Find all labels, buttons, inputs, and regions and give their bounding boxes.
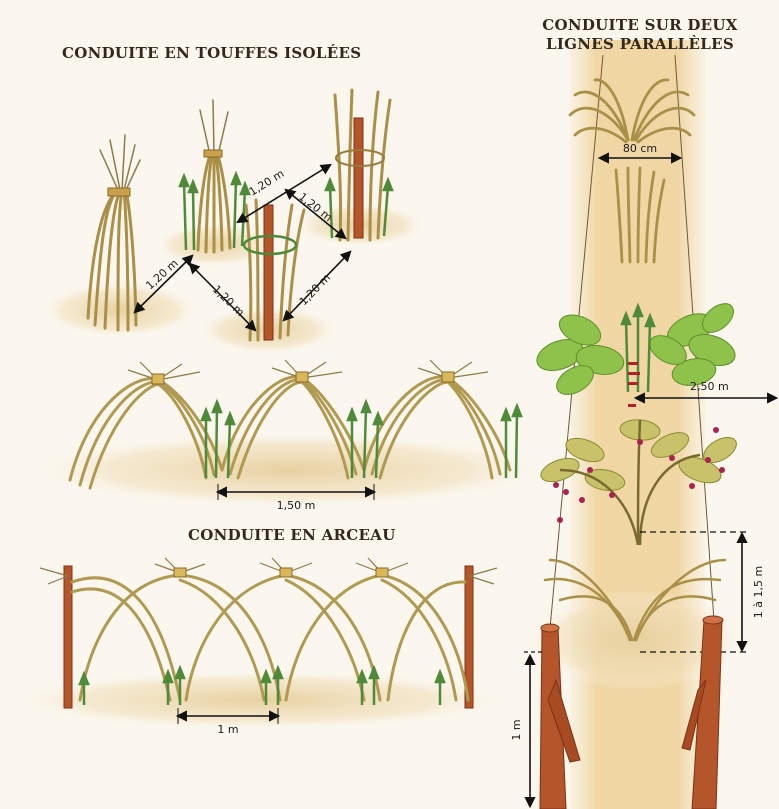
dim-rows-width: 80 cm [623,142,657,155]
stake-icon [354,118,363,238]
dim-post-height: 1 m [510,719,523,740]
dim-wire-height: 1 à 1,5 m [752,566,765,618]
title-lignes-line2: LIGNES PARALLÈLES [546,35,734,53]
dim-rows-spacing: 2,50 m [690,380,729,393]
title-touffes-isolees: CONDUITE EN TOUFFES ISOLÉES [62,44,361,62]
title-arceau: CONDUITE EN ARCEAU [188,526,396,544]
dim-arches-span: 1,50 m [277,499,316,512]
dim-arceau-span: 1 m [217,723,238,736]
dim-touffes-b: 1,20 m [247,167,287,199]
dim-touffes-e: 1,20 m [297,271,333,308]
title-lignes-line1: CONDUITE SUR DEUX [542,16,738,34]
wooden-post-icon [64,566,72,708]
berry-cluster-icon [538,418,741,545]
